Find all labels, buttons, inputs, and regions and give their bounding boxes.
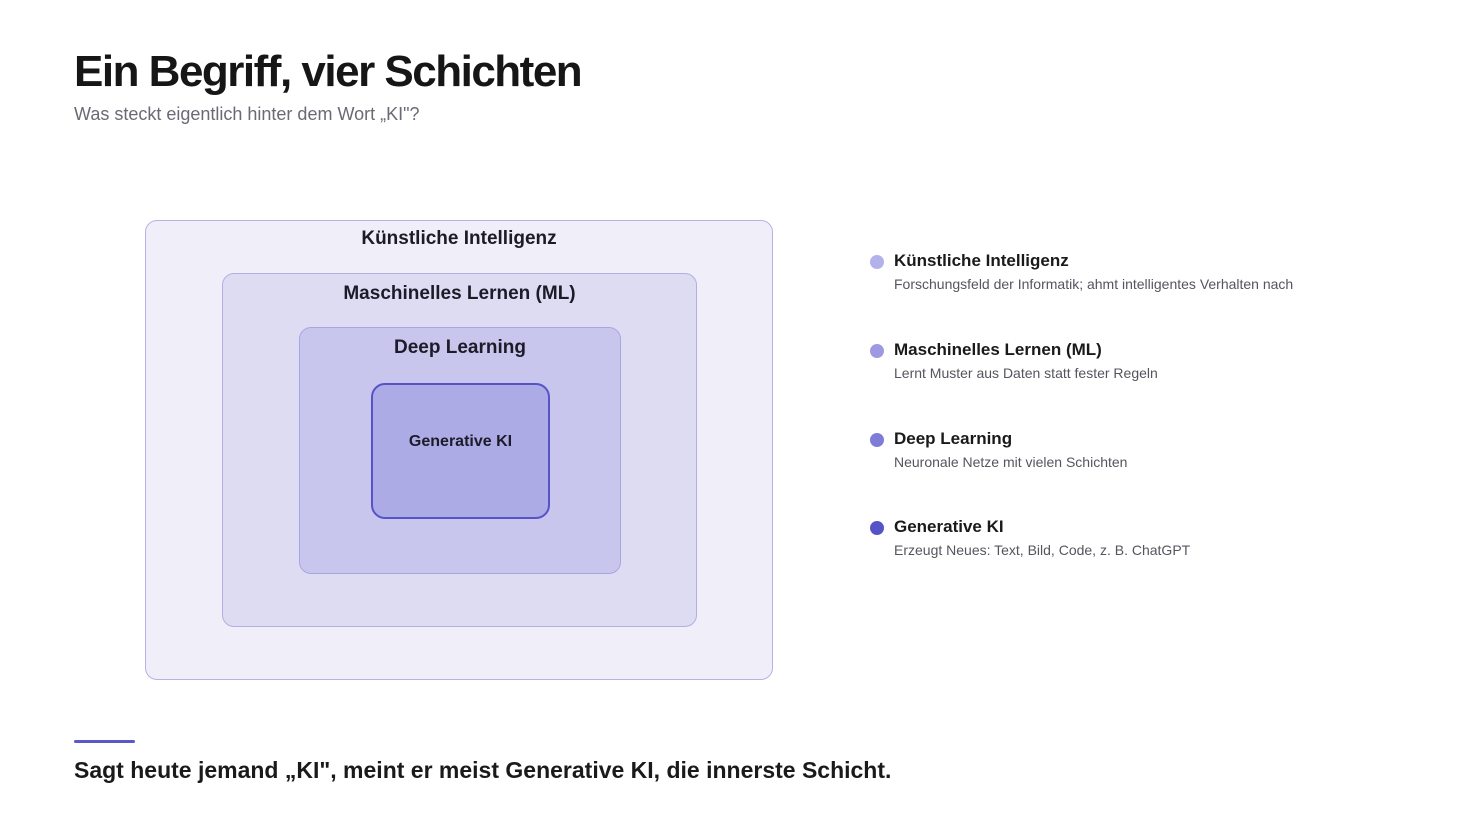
legend-item-description: Forschungsfeld der Informatik; ahmt inte…: [894, 276, 1294, 292]
legend-dot-icon: [870, 344, 884, 358]
legend-item-title: Deep Learning: [894, 429, 1013, 448]
layer-deep-learning: Deep Learning Generative KI: [299, 327, 621, 574]
layer-maschinelles-lernen: Maschinelles Lernen (ML) Deep Learning G…: [222, 273, 697, 627]
layer-kuenstliche-intelligenz: Künstliche Intelligenz Maschinelles Lern…: [145, 220, 773, 680]
legend-item-title: Maschinelles Lernen (ML): [894, 340, 1102, 359]
legend-item-gen: Generative KI Erzeugt Neues: Text, Bild,…: [870, 516, 1430, 576]
slide-title: Ein Begriff, vier Schichten: [74, 47, 583, 96]
legend-item-dl: Deep Learning Neuronale Netze mit vielen…: [870, 428, 1430, 488]
layer-label-gen: Generative KI: [408, 433, 513, 450]
legend-item-ml: Maschinelles Lernen (ML) Lernt Muster au…: [870, 339, 1430, 399]
legend-item-ai: Künstliche Intelligenz Forschungsfeld de…: [870, 250, 1430, 310]
takeaway-text: Sagt heute jemand „KI", meint er meist G…: [74, 757, 892, 783]
layer-generative-ki: Generative KI: [371, 383, 550, 519]
legend-item-description: Neuronale Netze mit vielen Schichten: [894, 454, 1128, 470]
legend-dot-icon: [870, 433, 884, 447]
legend-item-description: Lernt Muster aus Daten statt fester Rege…: [894, 365, 1158, 381]
legend-item-title: Generative KI: [894, 517, 1004, 536]
legend-item-description: Erzeugt Neues: Text, Bild, Code, z. B. C…: [894, 542, 1191, 558]
slide-subtitle: Was steckt eigentlich hinter dem Wort „K…: [74, 104, 420, 124]
layer-label-ai: Künstliche Intelligenz: [361, 228, 557, 249]
layer-label-ml: Maschinelles Lernen (ML): [343, 283, 576, 304]
accent-divider: [74, 740, 135, 743]
legend-dot-icon: [870, 521, 884, 535]
legend-item-title: Künstliche Intelligenz: [894, 251, 1069, 270]
layer-label-dl: Deep Learning: [394, 337, 526, 358]
legend-dot-icon: [870, 255, 884, 269]
